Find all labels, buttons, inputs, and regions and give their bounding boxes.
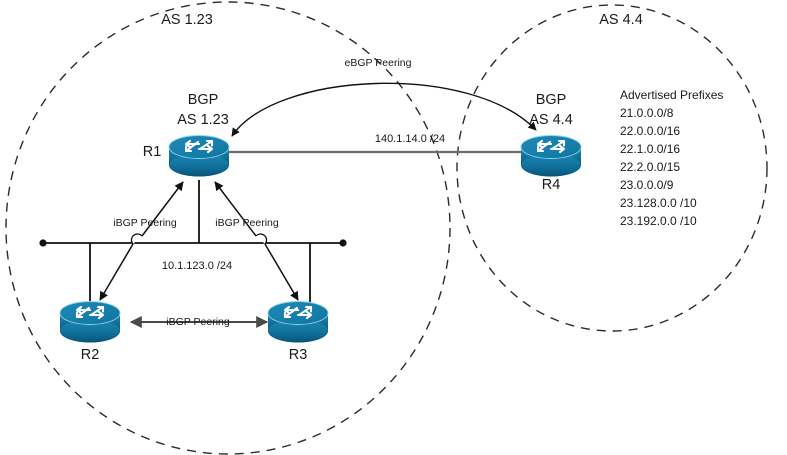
- router-r1[interactable]: [168, 135, 230, 177]
- link-label-r1-r4: 140.1.14.0 /24: [375, 133, 445, 145]
- as-label-left: AS 1.23: [161, 12, 213, 28]
- peering-label-ibgp-r1-r2: iBGP Peering: [113, 217, 177, 229]
- peering-label-ebgp: eBGP Peering: [345, 57, 412, 69]
- router-r1-protocol-label: BGP: [188, 92, 219, 108]
- router-r2[interactable]: [59, 301, 121, 343]
- bus-terminator-left: [39, 239, 47, 247]
- as-boundary-right: [456, 4, 768, 332]
- as-label-right: AS 4.4: [599, 12, 643, 28]
- advertised-prefixes-heading: Advertised Prefixes: [620, 88, 723, 102]
- router-r1-as-label: AS 1.23: [177, 112, 229, 128]
- router-r4-protocol-label: BGP: [536, 92, 567, 108]
- advertised-prefix-item: 21.0.0.0/8: [620, 106, 674, 120]
- router-r1-name-label: R1: [143, 144, 162, 160]
- advertised-prefix-item: 23.128.0.0 /10: [620, 196, 697, 210]
- advertised-prefix-item: 23.192.0.0 /10: [620, 214, 697, 228]
- router-r2-name-label: R2: [81, 347, 100, 363]
- router-r3[interactable]: [267, 301, 329, 343]
- peering-label-ibgp-r1-r3: iBGP Peering: [215, 217, 279, 229]
- as-boundary-left: [5, 1, 451, 455]
- advertised-prefixes-panel: Advertised Prefixes 21.0.0.0/8 22.0.0.0/…: [620, 88, 723, 228]
- router-r4[interactable]: [520, 135, 582, 177]
- peering-ibgp-r1-r2: [99, 181, 184, 301]
- advertised-prefix-item: 22.2.0.0/15: [620, 160, 680, 174]
- lan-bus-segment: [39, 180, 347, 308]
- peering-ebgp-r1-r4: [231, 82, 537, 137]
- advertised-prefix-item: 22.0.0.0/16: [620, 124, 680, 138]
- advertised-prefix-item: 23.0.0.0/9: [620, 178, 674, 192]
- router-r3-name-label: R3: [289, 347, 308, 363]
- advertised-prefix-item: 22.1.0.0/16: [620, 142, 680, 156]
- router-r4-name-label: R4: [542, 177, 561, 193]
- bus-terminator-right: [339, 239, 347, 247]
- peering-label-ibgp-r2-r3: iBGP Peering: [166, 316, 230, 328]
- peering-ibgp-r1-r3: [214, 181, 299, 301]
- router-r4-as-label: AS 4.4: [529, 112, 573, 128]
- link-label-lan-bus: 10.1.123.0 /24: [162, 260, 232, 272]
